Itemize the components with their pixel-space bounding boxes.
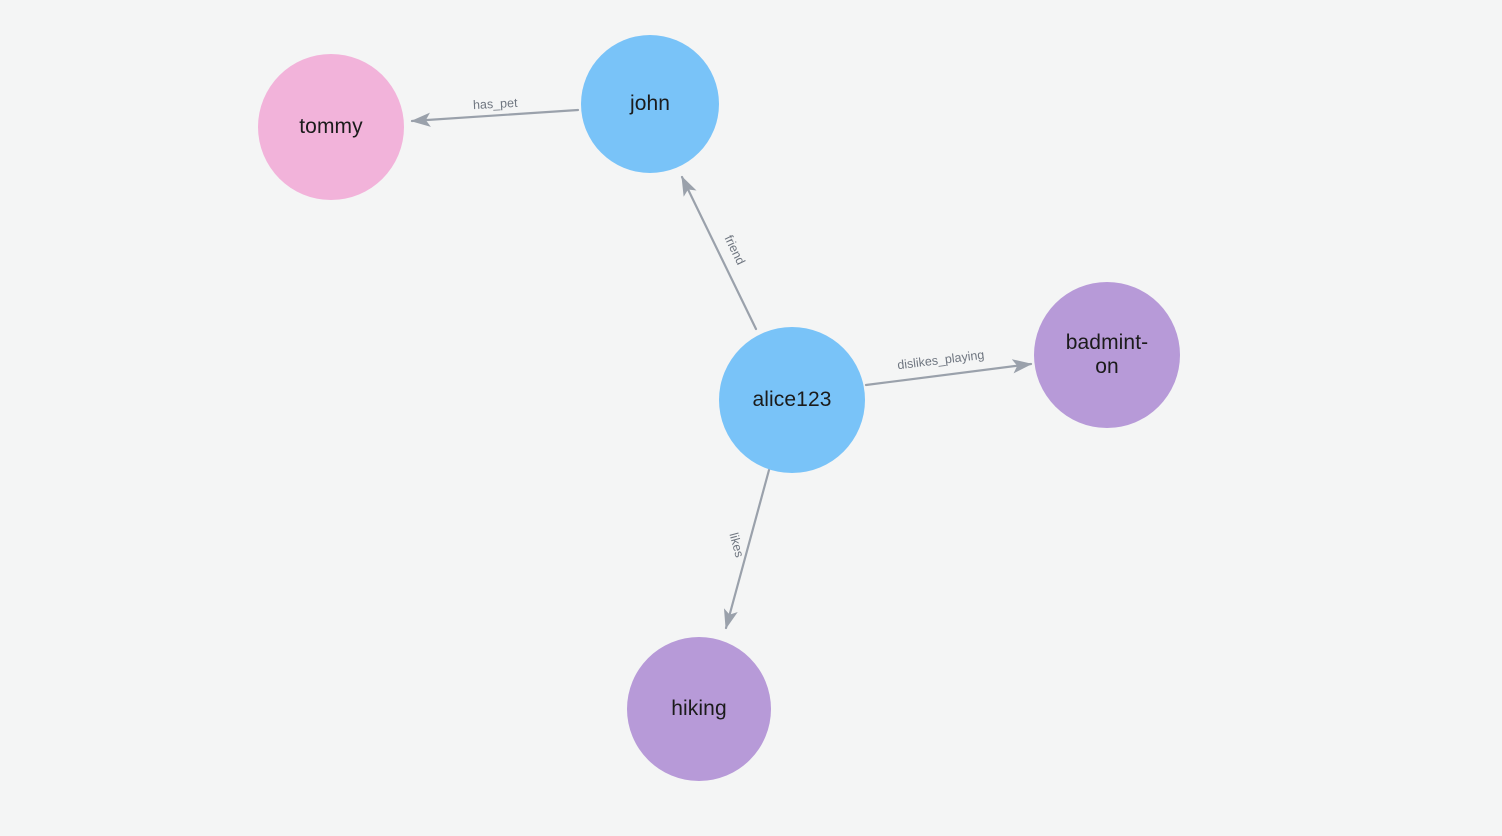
graph-node-badminton[interactable]: badmint- on — [1034, 282, 1180, 428]
edge-lines — [410, 108, 1033, 630]
graph-node-label: john — [629, 92, 671, 116]
graph-edge-dislikes_playing[interactable] — [864, 359, 1033, 387]
graph-node-tommy[interactable]: tommy — [258, 54, 404, 200]
graph-edge-friend[interactable] — [680, 175, 758, 331]
graph-node-label: tommy — [299, 115, 363, 139]
graph-node-john[interactable]: john — [581, 35, 719, 173]
graph-node-alice123[interactable]: alice123 — [719, 327, 865, 473]
graph-edge-likes[interactable] — [723, 468, 771, 630]
graph-node-label: alice123 — [752, 388, 832, 412]
graph-node-hiking[interactable]: hiking — [627, 637, 771, 781]
graph-edge-has_pet[interactable] — [410, 108, 580, 127]
graph-node-label: hiking — [671, 697, 727, 721]
graph-node-label: badmint- on — [1065, 331, 1149, 378]
graph-edge-label-has_pet: has_pet — [472, 95, 518, 113]
